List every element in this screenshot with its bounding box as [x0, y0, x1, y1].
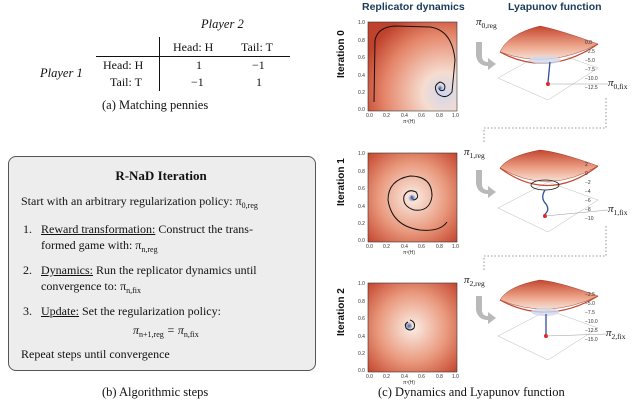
- col-head-lyapunov: Lyapunov function: [508, 1, 602, 13]
- table-vline: [159, 37, 160, 91]
- cell-tt: 1: [256, 75, 262, 89]
- pi-fix-iter1: π1,fix: [608, 203, 628, 217]
- cell-hh: 1: [196, 58, 202, 72]
- table-hline: [96, 56, 290, 57]
- row-head-tail: Tail: T: [110, 75, 142, 89]
- caption-a: (a) Matching pennies: [102, 98, 209, 112]
- algorithm-repeat: Repeat steps until convergence: [21, 347, 170, 361]
- caption-b: (b) Algorithmic steps: [102, 385, 209, 399]
- cell-th: −1: [191, 75, 204, 89]
- transition-arrows: [476, 42, 496, 324]
- pi-reg-iter2: π2,reg: [464, 274, 485, 288]
- heatmap-iter1: [367, 152, 458, 243]
- col-head-replicator: Replicator dynamics: [362, 1, 465, 13]
- col-head-head: Head: H: [173, 40, 214, 54]
- col-head-tail: Tail: T: [241, 40, 273, 54]
- row-head-head: Head: H: [103, 58, 144, 72]
- step2-line: Dynamics: Run the replicator dynamics un…: [41, 263, 257, 277]
- algorithm-title: R-NaD Iteration: [115, 168, 207, 183]
- step1-line: Reward transformation: Construct the tra…: [41, 222, 253, 236]
- heatmap-iter0: [367, 21, 458, 112]
- step3-num: 3.: [23, 304, 32, 318]
- step3-line: Update: Set the regularization policy:: [41, 304, 221, 318]
- algorithm-box: R-NaD Iteration Start with an arbitrary …: [8, 156, 316, 371]
- step1-cont: formed game with: πn,reg: [41, 238, 158, 254]
- lyapunov-surface-iter0: [497, 25, 608, 101]
- player2-label: Player 2: [201, 17, 244, 31]
- algorithm-start: Start with an arbitrary regularization p…: [21, 194, 258, 210]
- caption-c: (c) Dynamics and Lyapunov function: [378, 385, 565, 399]
- lyapunov-surface-iter2: [497, 279, 609, 361]
- step2-cont: convergence to: πn,fix: [41, 279, 142, 295]
- pi-fix-iter0: π0,fix: [608, 77, 628, 91]
- step1-num: 1.: [23, 222, 32, 236]
- iteration-connectors: [483, 98, 607, 272]
- pi-reg-iter0: π0,reg: [476, 16, 497, 30]
- pi-fix-iter2: π2,fix: [606, 327, 626, 341]
- step3-equation: πn+1,reg = πn,fix: [133, 323, 199, 339]
- pi-reg-iter1: π1,reg: [464, 146, 485, 160]
- step2-num: 2.: [23, 263, 32, 277]
- player1-label: Player 1: [40, 66, 83, 80]
- heatmap-iter2: [367, 282, 458, 373]
- cell-ht: −1: [252, 58, 265, 72]
- lyapunov-surface-iter1: [497, 149, 609, 233]
